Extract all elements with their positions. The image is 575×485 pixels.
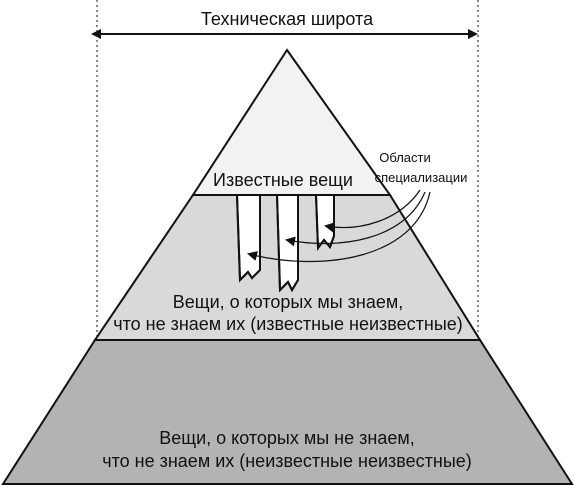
middle-label-line1: Вещи, о которых мы знаем, (173, 292, 404, 312)
specialization-label-line1: Области (379, 150, 431, 165)
top-layer (191, 48, 392, 196)
middle-label-line2: что не знаем их (известные неизвестные) (113, 314, 463, 334)
bottom-label-line2: что не знаем их (неизвестные неизвестные… (102, 451, 472, 471)
specialization-notches (193, 194, 390, 293)
bottom-label-line1: Вещи, о которых мы не знаем, (159, 428, 414, 448)
specialization-label-line2: специализации (375, 170, 468, 185)
specialization-arrow-2 (285, 191, 426, 247)
top-label: Известные вещи (213, 170, 353, 190)
specialization-arrow-1 (324, 189, 421, 233)
specialization-arrow-3 (247, 191, 431, 263)
width-label: Техническая широта (201, 9, 374, 29)
